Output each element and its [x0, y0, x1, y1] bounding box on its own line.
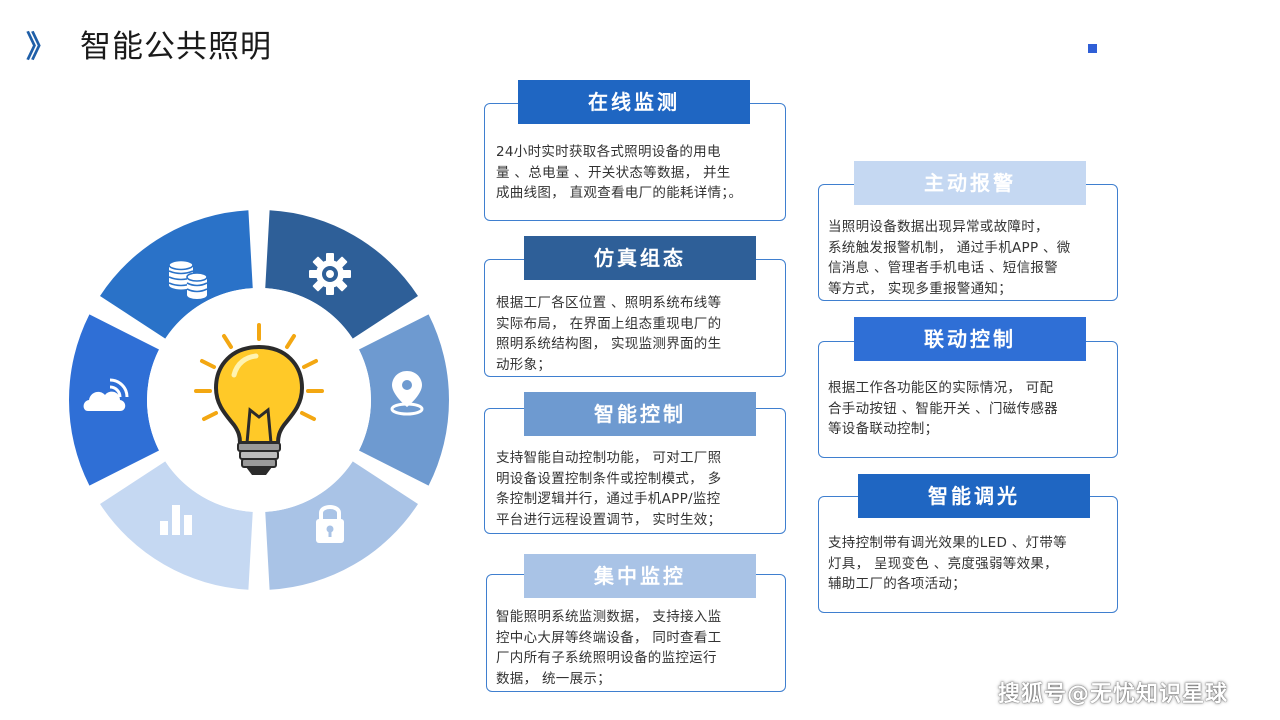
card-linkage-control-text: 根据工作各功能区的实际情况， 可配 合手动按钮 、智能开关 、门磁传感器 等设备… — [828, 380, 1058, 437]
coins-icon — [168, 259, 208, 299]
cloud-signal-icon — [83, 378, 129, 411]
card-online-monitoring-title: 在线监测 — [518, 80, 750, 124]
gear-icon — [309, 253, 351, 295]
page-title: 智能公共照明 — [80, 29, 272, 65]
card-smart-control-text: 支持智能自动控制功能， 可对工厂照 明设备设置控制条件或控制模式， 多 条控制逻… — [496, 450, 722, 528]
location-pin-icon — [390, 371, 424, 416]
feature-wheel — [69, 210, 450, 590]
card-central-monitoring-title: 集中监控 — [524, 554, 756, 598]
card-linkage-control-title: 联动控制 — [854, 317, 1086, 361]
card-active-alarm-title: 主动报警 — [854, 161, 1086, 205]
card-central-monitoring-text: 智能照明系统监测数据， 支持接入监 控中心大屏等终端设备， 同时查看工 厂内所有… — [496, 609, 722, 687]
lock-icon — [316, 505, 344, 543]
card-simulation-title: 仿真组态 — [524, 236, 756, 280]
watermark: 搜狐号@无忧知识星球 — [998, 682, 1229, 707]
chevron-icon: 》 — [26, 29, 56, 65]
card-smart-control-title: 智能控制 — [524, 392, 756, 436]
card-online-monitoring-text: 24小时实时获取各式照明设备的用电 量 、总电量 、开关状态等数据， 并生 成曲… — [496, 144, 743, 201]
card-smart-dimming-text: 支持控制带有调光效果的LED 、灯带等 灯具， 呈现变色 、亮度强弱等效果， 辅… — [828, 535, 1067, 592]
light-bulb-icon — [194, 323, 324, 475]
bar-chart-icon — [160, 505, 192, 535]
card-smart-dimming-title: 智能调光 — [858, 474, 1090, 518]
card-active-alarm-text: 当照明设备数据出现异常或故障时， 系统触发报警机制， 通过手机APP 、微 信消… — [828, 219, 1071, 297]
card-simulation-text: 根据工厂各区位置 、照明系统布线等 实际布局， 在界面上组态重现电厂的 照明系统… — [496, 295, 722, 373]
page-header: 》 智能公共照明 — [26, 32, 272, 63]
decorative-square — [1088, 44, 1097, 53]
